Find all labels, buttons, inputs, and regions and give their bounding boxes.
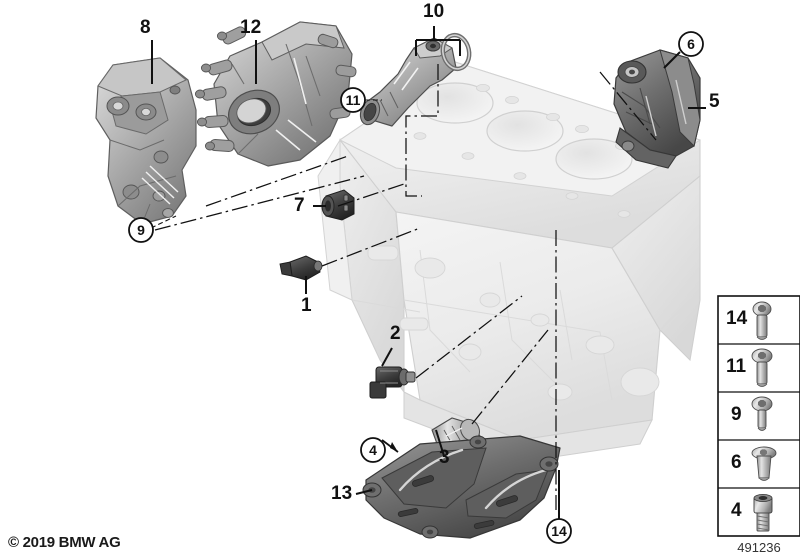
circle-6 bbox=[678, 31, 704, 57]
legend-row-11: 11 bbox=[726, 356, 747, 377]
diagram-id: 491236 bbox=[737, 540, 781, 555]
legend-icon-9 bbox=[751, 396, 773, 431]
circle-9 bbox=[128, 217, 154, 243]
leader-13 bbox=[355, 489, 373, 495]
callout-11-screw-circled: 11 bbox=[345, 92, 361, 108]
part-1-crankshaft-sensor bbox=[279, 255, 323, 281]
cylinder-block-ghost bbox=[317, 61, 702, 463]
leader-9 bbox=[150, 215, 177, 229]
axis-7-to-block bbox=[337, 183, 405, 207]
axis-2-to-block bbox=[415, 295, 523, 379]
legend-row-14: 14 bbox=[726, 308, 748, 329]
callout-circles bbox=[128, 31, 704, 544]
legend-row-6: 6 bbox=[731, 452, 742, 473]
callout-7-sensor: 7 bbox=[294, 195, 305, 216]
circle-14 bbox=[546, 518, 572, 544]
axis-3-to-block bbox=[471, 329, 549, 425]
part-2-oil-pressure-switch bbox=[369, 366, 416, 399]
leader-4-arrowhead bbox=[390, 442, 398, 452]
callout-10-oil-pipe-with-o-ring: 10 bbox=[423, 1, 445, 22]
leader-3 bbox=[435, 429, 445, 457]
part-12-timing-case-cover bbox=[194, 21, 357, 167]
legend-icon-4 bbox=[753, 493, 773, 532]
part-8-engine-mount-bracket bbox=[95, 57, 197, 225]
leader-2 bbox=[381, 347, 393, 367]
callout-12-timing-case-cover: 12 bbox=[240, 17, 262, 38]
legend-icon-11 bbox=[751, 348, 773, 387]
axis-5-to-block bbox=[599, 71, 657, 141]
callout-4-screw-circled: 4 bbox=[369, 442, 377, 458]
axis-8-to-block bbox=[154, 175, 365, 231]
callout-13-oil-baffle-plate: 13 bbox=[331, 483, 353, 504]
legend-icon-6 bbox=[751, 446, 777, 481]
legend-box bbox=[717, 295, 800, 537]
axis-10-to-block bbox=[405, 64, 439, 197]
circle-11 bbox=[340, 87, 366, 113]
legend-row-4: 4 bbox=[731, 500, 742, 521]
callout-8-engine-mount-bracket: 8 bbox=[140, 17, 151, 38]
part-13-oil-baffle-plate bbox=[362, 435, 561, 539]
leader-6 bbox=[663, 51, 681, 69]
axis-1-to-block bbox=[321, 227, 421, 267]
copyright-notice: © 2019 BMW AG bbox=[8, 534, 121, 551]
callout-5-support-bracket: 5 bbox=[709, 91, 720, 112]
callout-6-screw-circled: 6 bbox=[687, 36, 695, 52]
callout-2-oil-pressure-switch: 2 bbox=[390, 323, 401, 344]
legend-row-9: 9 bbox=[731, 404, 742, 425]
callout-14-screw-circled: 14 bbox=[551, 523, 567, 539]
leader-lines bbox=[150, 26, 706, 520]
part-10-o-ring bbox=[440, 32, 472, 72]
callout-3-oil-spray-nozzle: 3 bbox=[439, 447, 450, 468]
part-5-support-bracket bbox=[613, 49, 701, 169]
legend-icon-14 bbox=[752, 301, 772, 340]
axis-12-to-block bbox=[205, 155, 349, 207]
callout-1-crankshaft-sensor: 1 bbox=[301, 295, 312, 316]
circle-4 bbox=[360, 437, 386, 463]
callout-9-screw-circled: 9 bbox=[137, 222, 145, 238]
assembly-axis-lines bbox=[154, 71, 657, 510]
